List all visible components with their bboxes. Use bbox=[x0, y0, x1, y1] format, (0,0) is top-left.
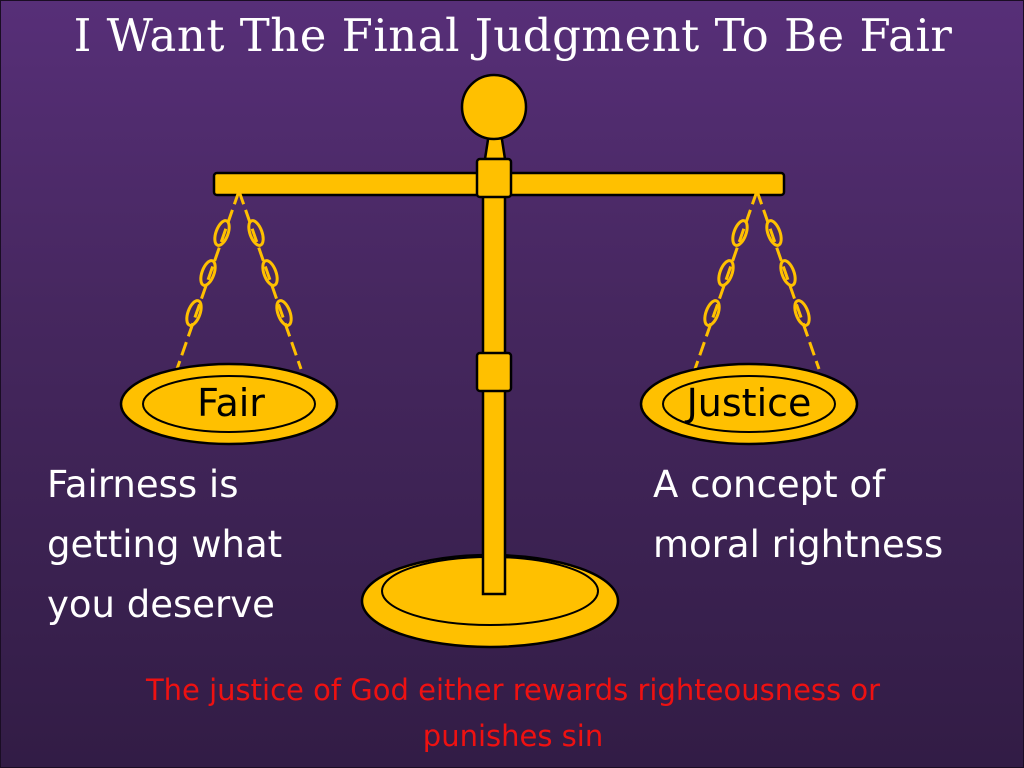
left-pan bbox=[119, 362, 339, 446]
left-chains bbox=[175, 177, 303, 370]
justice-definition: A concept of moral rightness bbox=[653, 455, 943, 575]
left-pan-label: Fair bbox=[197, 381, 265, 425]
right-pan bbox=[639, 362, 859, 446]
text-line: A concept of bbox=[653, 463, 886, 506]
footer-line: The justice of God either rewards righte… bbox=[145, 673, 881, 707]
text-line: Fairness is bbox=[47, 463, 239, 506]
text-line: you deserve bbox=[47, 583, 275, 626]
slide-title: I Want The Final Judgment To Be Fair bbox=[73, 9, 953, 62]
scale-knob bbox=[460, 73, 528, 141]
right-chains bbox=[693, 177, 821, 370]
right-pan-label: Justice bbox=[686, 381, 812, 425]
scale-collar bbox=[475, 351, 513, 393]
scale-hub bbox=[475, 157, 513, 199]
text-line: moral rightness bbox=[653, 523, 944, 566]
text-line: getting what bbox=[47, 523, 283, 566]
footer-statement: The justice of God either rewards righte… bbox=[81, 667, 945, 759]
fairness-definition: Fairness is getting what you deserve bbox=[47, 455, 282, 635]
footer-line: punishes sin bbox=[422, 719, 604, 753]
